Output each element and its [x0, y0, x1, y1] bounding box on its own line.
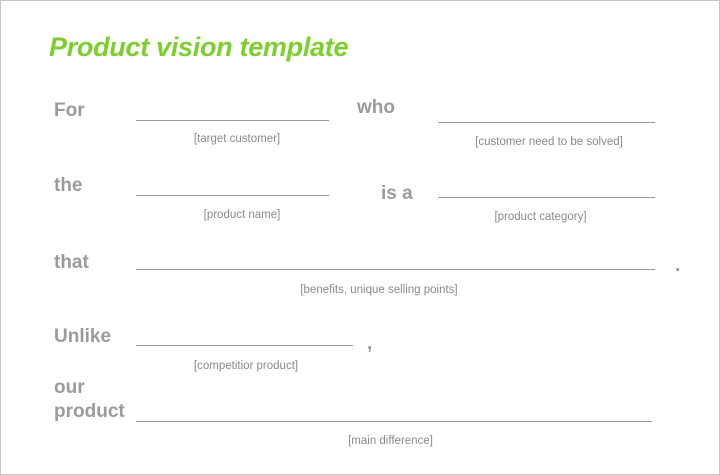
- blank-main-difference[interactable]: [136, 421, 652, 422]
- hint-target-customer: [target customer]: [193, 133, 281, 145]
- hint-customer-need: [customer need to be solved]: [475, 136, 623, 148]
- blank-customer-need[interactable]: [438, 122, 655, 123]
- hint-benefits: [benefits, unique selling points]: [300, 284, 458, 296]
- label-unlike: Unlike: [54, 326, 112, 347]
- label-who: who: [357, 97, 395, 118]
- blank-target-customer[interactable]: [136, 120, 329, 121]
- label-is-a: is a: [381, 183, 413, 204]
- hint-main-difference: [main difference]: [348, 435, 433, 447]
- comma-mark: ,: [367, 333, 373, 354]
- blank-product-name[interactable]: [136, 195, 329, 196]
- label-for: For: [54, 100, 85, 121]
- label-that: that: [54, 252, 89, 273]
- page-title: Product vision template: [49, 32, 349, 62]
- label-our: our: [54, 377, 85, 398]
- hint-product-name: [product name]: [203, 209, 281, 221]
- label-the: the: [54, 175, 83, 196]
- hint-product-category: [product category]: [494, 211, 587, 223]
- blank-benefits[interactable]: [136, 269, 655, 270]
- period-mark: .: [675, 255, 681, 276]
- blank-competitor-product[interactable]: [136, 345, 353, 346]
- label-product: product: [54, 401, 125, 422]
- blank-product-category[interactable]: [438, 197, 655, 198]
- hint-competitor-product: [competitior product]: [193, 360, 299, 372]
